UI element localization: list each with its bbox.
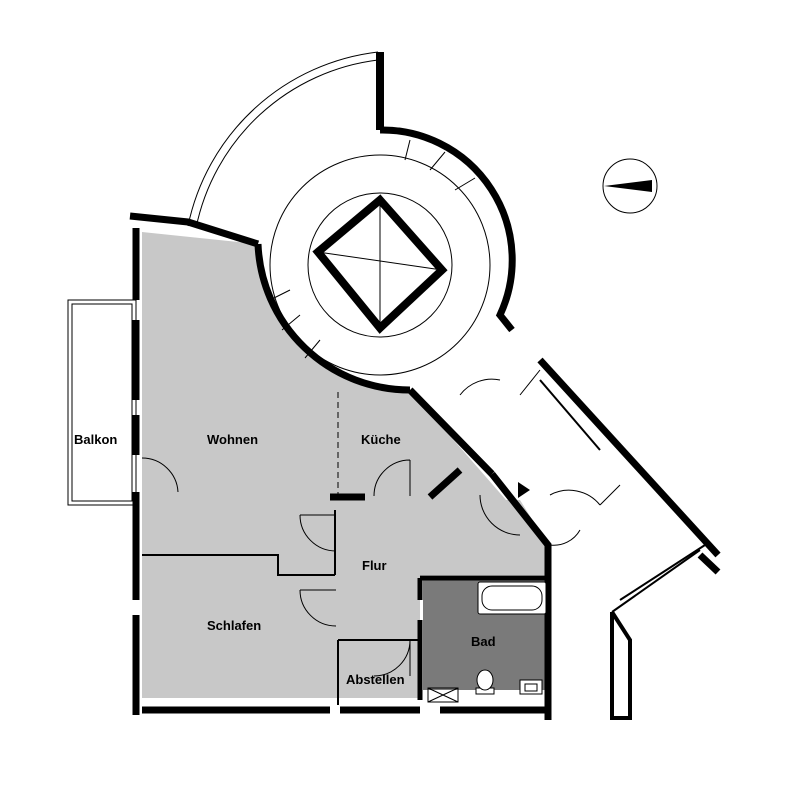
shower-icon [427,687,459,703]
living-area-fill [142,232,548,698]
east-wall [537,357,721,558]
entrance-fill [480,500,548,548]
outer-arc [187,51,384,229]
room-label-schlafen: Schlafen [207,618,262,633]
room-label-kueche: Küche [361,432,401,447]
room-label-bad: Bad [471,634,496,649]
bathtub-icon [477,581,547,615]
east-stub [610,610,632,720]
exterior-wall-north [129,212,260,248]
room-fills [142,232,550,698]
north-arrow-icon [602,158,658,214]
door-swing-icon [141,369,621,677]
diagonal-wall [407,387,495,477]
balcony [67,299,137,506]
room-label-flur: Flur [362,558,387,573]
stair-core-wall [254,243,411,394]
toilet-icon [475,669,495,695]
interior-walls [142,379,706,705]
stair-core-wall-right [379,126,516,333]
stair-icon [269,139,491,376]
entrance-arrow-icon [518,482,530,498]
room-label-wohnen: Wohnen [207,432,259,447]
abstellen-fill [338,640,420,698]
sink-icon [519,679,543,695]
walls [129,126,721,720]
room-label-balkon: Balkon [74,432,118,447]
room-label-abstellen: Abstellen [346,672,405,687]
